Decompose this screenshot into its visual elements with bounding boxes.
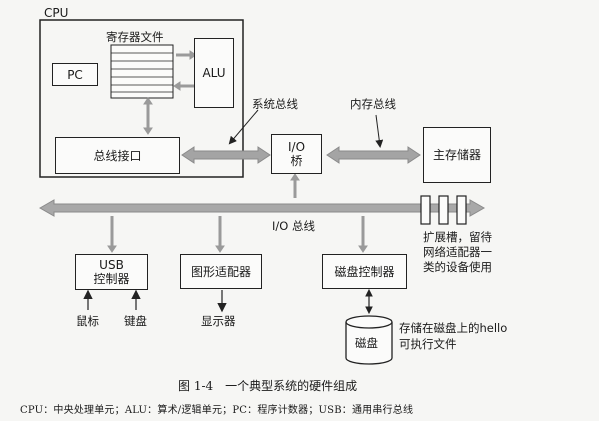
system-bus-label: 系统总线 (252, 97, 298, 111)
usb-controller-box: USB 控制器 (75, 254, 148, 290)
io-bridge-line1: I/O (287, 140, 306, 154)
cpu-label: CPU (44, 6, 69, 20)
alu-label: ALU (202, 66, 226, 80)
figure-caption: 图 1-4 一个典型系统的硬件组成 (178, 379, 358, 393)
expansion-note-line1: 扩展槽，留待 (423, 230, 492, 244)
legend-note: CPU：中央处理单元；ALU：算术/逻辑单元；PC：程序计数器；USB：通用串行… (20, 405, 414, 416)
keyboard-label: 键盘 (124, 314, 147, 328)
memory-bus-label: 内存总线 (350, 97, 396, 111)
bridge-io-arrow (290, 173, 300, 198)
memory-bus-leader (375, 114, 384, 148)
regfile-alu-arrows (173, 50, 197, 91)
expansion-note-line2: 网络适配器一 (423, 245, 492, 259)
disk-arrow (365, 288, 373, 315)
io-bridge-line2: 桥 (290, 154, 303, 168)
expansion-slots (420, 195, 467, 225)
display-label: 显示器 (201, 314, 236, 328)
register-file-label: 寄存器文件 (106, 30, 164, 44)
io-bus-arrow (38, 199, 486, 217)
bus-interface-box: 总线接口 (55, 137, 180, 174)
cpu-frame (39, 19, 244, 178)
controller-drops (107, 216, 368, 253)
system-bus-arrow (181, 146, 271, 164)
disk-label: 磁盘 (355, 336, 378, 350)
io-bridge-box: I/O 桥 (271, 134, 322, 174)
bus-interface-label: 总线接口 (93, 148, 142, 163)
disk-note: 存储在磁盘上的hello 可执行文件 (399, 320, 507, 352)
disk-note-line2: 可执行文件 (399, 337, 457, 351)
graphics-adapter-box: 图形适配器 (180, 254, 262, 289)
regfile-bus-arrow (143, 97, 153, 135)
io-bus-label: I/O 总线 (272, 219, 315, 233)
expansion-note-line3: 类的设备使用 (423, 260, 492, 274)
disk-controller-box: 磁盘控制器 (322, 254, 407, 289)
usb-controller-line1: USB (99, 258, 124, 272)
graphics-adapter-label: 图形适配器 (190, 264, 251, 279)
pc-label: PC (67, 67, 83, 82)
system-bus-leader (228, 109, 259, 145)
alu-box: ALU (194, 38, 234, 108)
disk-controller-label: 磁盘控制器 (334, 264, 395, 279)
disk-note-line1: 存储在磁盘上的hello (399, 321, 508, 335)
main-memory-label: 主存储器 (432, 148, 481, 162)
main-memory-box: 主存储器 (423, 127, 491, 183)
disk-cylinder (345, 315, 393, 365)
pc-box: PC (52, 63, 98, 86)
usb-controller-line2: 控制器 (93, 272, 130, 286)
mouse-label: 鼠标 (76, 314, 99, 328)
memory-bus-arrow (326, 146, 421, 164)
expansion-note: 扩展槽，留待 网络适配器一 类的设备使用 (423, 230, 492, 275)
register-file-grid (110, 44, 174, 99)
